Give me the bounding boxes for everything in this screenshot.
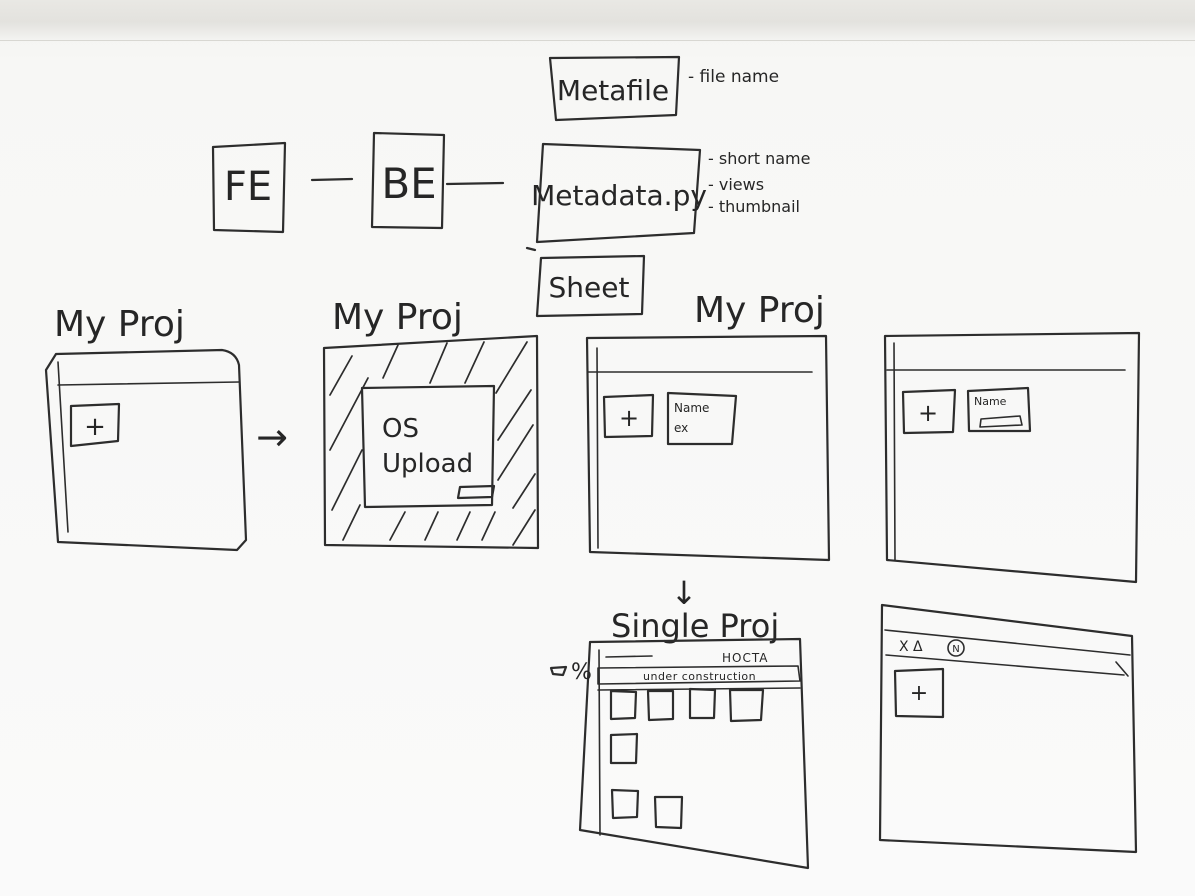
metadata-note-thumbnail: - thumbnail [708, 197, 800, 216]
frame6-add-button: + [893, 667, 945, 719]
frame1-add-button: + [69, 402, 121, 448]
whiteboard-frame-edge [0, 0, 1195, 41]
metadata-label: Metadata.py [531, 179, 707, 212]
frame2-dialog-upload: Upload [382, 449, 473, 479]
metadata-note-short-name: - short name [708, 149, 810, 168]
down-arrow: ↓ [671, 574, 698, 612]
be-files-connector [445, 181, 505, 186]
frame3-project-card: Name ex [666, 391, 738, 446]
frame4-window [883, 331, 1141, 584]
frame2-dialog-os: OS [382, 414, 419, 444]
frame3-title: My Proj [694, 290, 825, 331]
frame5-window [578, 637, 810, 870]
frame6-window [878, 603, 1138, 854]
frame3-card-name: Name [674, 401, 709, 415]
be-box: BE [370, 131, 446, 230]
frame5-grid [609, 687, 765, 830]
frame5-banner-box [597, 665, 801, 685]
frame2-dialog-button [456, 484, 496, 500]
frame3-card-ex: ex [674, 421, 688, 435]
frame3-plus: + [619, 404, 639, 432]
fe-be-connector [310, 177, 354, 182]
frame4-project-card: Name [966, 386, 1032, 433]
frame5-banner: under construction [643, 670, 756, 683]
metafile-label: Metafile [557, 74, 669, 107]
frame1-title: My Proj [54, 304, 185, 345]
metafile-box: Metafile [548, 55, 681, 122]
sheet-box: Sheet [525, 246, 646, 318]
frame6-toolbar-badge: N [947, 639, 965, 657]
frame5-header-right: HOCTA [722, 651, 768, 665]
frame5-left-mark: % [571, 660, 592, 685]
frame6-badge-label: N [952, 644, 959, 655]
frame1-window [44, 348, 248, 552]
frame4-card-input [979, 415, 1023, 428]
frame3-window [585, 334, 831, 562]
frame2-window: OS Upload [322, 334, 540, 550]
frame5-left-scribble [549, 665, 568, 677]
frame4-plus: + [918, 399, 938, 427]
fe-box: FE [211, 141, 287, 234]
be-label: BE [381, 159, 436, 208]
frame2-modal-overlay [329, 341, 536, 546]
frame3-add-button: + [602, 393, 655, 439]
metafile-note: - file name [688, 67, 779, 87]
fe-label: FE [224, 164, 272, 210]
metadata-box: Metadata.py [531, 142, 707, 244]
frame2-title: My Proj [332, 297, 463, 338]
frame6-toolbar: X Δ [899, 639, 923, 655]
frame4-add-button: + [901, 388, 957, 435]
frame4-card-name: Name [974, 395, 1007, 408]
frame1-plus: + [84, 412, 106, 442]
metadata-note-views: - views [708, 175, 764, 194]
sheet-label: Sheet [549, 271, 630, 304]
frame6-plus: + [910, 681, 928, 706]
frame2-upload-dialog [360, 384, 496, 509]
flow-arrow: → [256, 415, 288, 459]
